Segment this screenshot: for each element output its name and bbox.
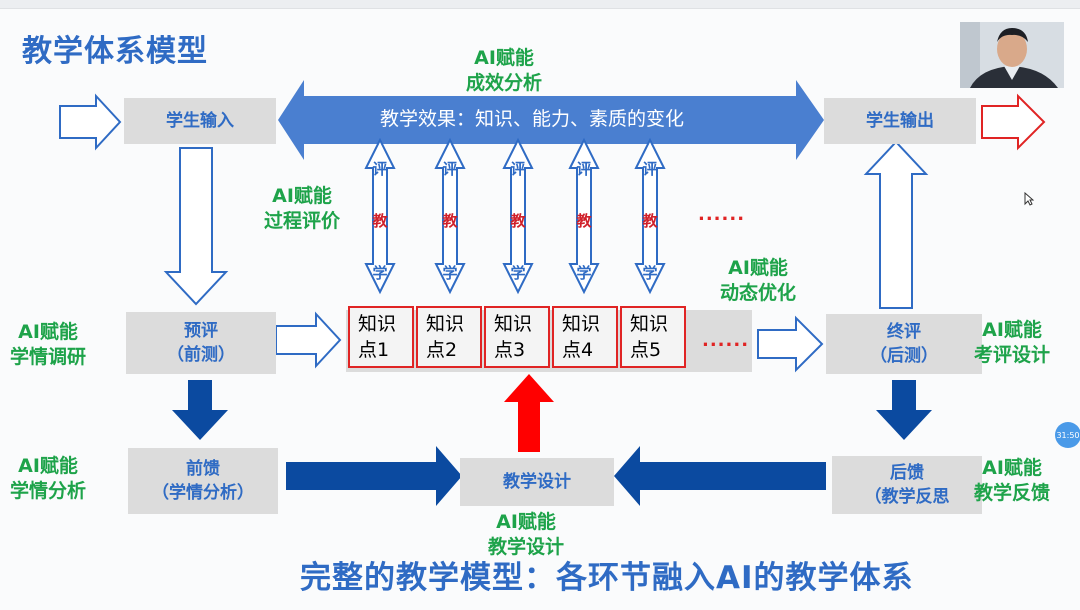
ai-process-line1: AI赋能 xyxy=(272,185,332,207)
vertical-arrow-3 xyxy=(502,137,534,295)
final-to-feedback-arrow xyxy=(876,380,932,440)
ai-feedback-line1: AI赋能 xyxy=(982,457,1042,479)
teach-char-3: 教 xyxy=(510,212,526,230)
learn-char-2: 学 xyxy=(442,264,458,282)
ai-survey-line2: 学情调研 xyxy=(10,346,87,368)
teach-char-2: 教 xyxy=(442,212,458,230)
teaching-design-label: 教学设计 xyxy=(503,472,571,492)
ai-outcome-line1: AI赋能 xyxy=(474,47,534,69)
ai-assessment-line2: 考评设计 xyxy=(974,344,1051,366)
footer-title: 完整的教学模型：各环节融入AI的教学体系 xyxy=(300,560,914,596)
ai-assessment-label: AI赋能 考评设计 xyxy=(974,318,1050,368)
knowledge-point-1-line2: 点1 xyxy=(358,339,390,361)
feedback-label: 后馈 xyxy=(890,463,924,483)
ai-dynamic-line1: AI赋能 xyxy=(728,257,788,279)
feedforward-sublabel: （学情分析） xyxy=(152,483,254,503)
slide-title: 教学体系模型 xyxy=(22,34,208,69)
knowledge-point-5: 知识 点5 xyxy=(620,306,686,368)
pre-to-knowledge-arrow xyxy=(275,311,342,369)
design-to-knowledge-arrow xyxy=(504,374,554,452)
output-hollow-arrow xyxy=(981,93,1046,151)
more-arrows-ellipsis: ...... xyxy=(698,204,746,225)
ai-analysis-line2: 学情分析 xyxy=(10,480,87,502)
teach-char-1: 教 xyxy=(372,212,388,230)
presenter-avatar-icon xyxy=(960,22,1064,88)
knowledge-point-4: 知识 点4 xyxy=(552,306,618,368)
knowledge-point-1: 知识 点1 xyxy=(348,306,414,368)
knowledge-point-2-line1: 知识 xyxy=(426,313,465,335)
mouse-cursor-icon xyxy=(1024,192,1034,206)
teach-char-4: 教 xyxy=(576,212,592,230)
eval-char-1: 评 xyxy=(372,160,388,178)
ai-outcome-line2: 成效分析 xyxy=(466,72,543,94)
knowledge-point-5-line1: 知识 xyxy=(630,313,669,335)
eval-char-5: 评 xyxy=(642,160,658,178)
learn-char-3: 学 xyxy=(510,264,526,282)
window-top-bar xyxy=(0,0,1080,9)
teach-char-5: 教 xyxy=(642,212,658,230)
ai-outcome-label: AI赋能 成效分析 xyxy=(466,46,542,96)
pre-eval-label: 预评 xyxy=(184,321,218,341)
presenter-video[interactable] xyxy=(960,22,1064,88)
knowledge-point-1-line1: 知识 xyxy=(358,313,397,335)
teaching-design-box: 教学设计 xyxy=(460,458,614,506)
knowledge-point-2-line2: 点2 xyxy=(426,339,458,361)
knowledge-point-2: 知识 点2 xyxy=(416,306,482,368)
ai-dynamic-label: AI赋能 动态优化 xyxy=(720,256,796,306)
vertical-arrow-1 xyxy=(364,137,396,295)
feedback-sublabel: （教学反思 xyxy=(864,487,950,507)
ai-process-label: AI赋能 过程评价 xyxy=(264,184,340,234)
output-up-arrow xyxy=(863,140,929,309)
ai-survey-line1: AI赋能 xyxy=(18,321,78,343)
learn-char-5: 学 xyxy=(642,264,658,282)
input-down-arrow xyxy=(163,147,229,306)
student-input-label: 学生输入 xyxy=(166,111,234,131)
final-eval-label: 终评 xyxy=(887,322,921,342)
more-knowledge-ellipsis: ...... xyxy=(702,330,750,351)
student-output-box: 学生输出 xyxy=(824,98,976,144)
knowledge-point-5-line2: 点5 xyxy=(630,339,662,361)
knowledge-point-3: 知识 点3 xyxy=(484,306,550,368)
input-hollow-arrow xyxy=(59,93,122,151)
ai-analysis-line1: AI赋能 xyxy=(18,455,78,477)
knowledge-point-3-line2: 点3 xyxy=(494,339,526,361)
pre-eval-sublabel: （前测） xyxy=(167,345,235,365)
eval-char-4: 评 xyxy=(576,160,592,178)
feedforward-box: 前馈 （学情分析） xyxy=(128,448,278,514)
feedback-to-design-arrow xyxy=(614,446,826,506)
pre-eval-box: 预评 （前测） xyxy=(126,312,276,374)
student-output-label: 学生输出 xyxy=(866,111,934,131)
ai-design-label: AI赋能 教学设计 xyxy=(488,510,564,560)
ai-analysis-label: AI赋能 学情分析 xyxy=(10,454,86,504)
knowledge-point-3-line1: 知识 xyxy=(494,313,533,335)
vertical-arrow-4 xyxy=(568,137,600,295)
knowledge-point-4-line2: 点4 xyxy=(562,339,594,361)
ai-feedback-label: AI赋能 教学反馈 xyxy=(974,456,1050,506)
knowledge-point-4-line1: 知识 xyxy=(562,313,601,335)
final-eval-sublabel: （后测） xyxy=(870,346,938,366)
feedforward-to-design-arrow xyxy=(286,446,462,506)
learn-char-1: 学 xyxy=(372,264,388,282)
eval-char-2: 评 xyxy=(442,160,458,178)
ai-design-line1: AI赋能 xyxy=(496,511,556,533)
ai-survey-label: AI赋能 学情调研 xyxy=(10,320,86,370)
eval-char-3: 评 xyxy=(510,160,526,178)
vertical-arrow-2 xyxy=(434,137,466,295)
student-input-box: 学生输入 xyxy=(124,98,276,144)
ai-design-line2: 教学设计 xyxy=(488,536,565,558)
timer-badge[interactable]: 31:50 xyxy=(1055,422,1080,448)
ai-assessment-line1: AI赋能 xyxy=(982,319,1042,341)
ai-feedback-line2: 教学反馈 xyxy=(974,482,1051,504)
outcome-band-label: 教学效果：知识、能力、素质的变化 xyxy=(380,108,685,130)
learn-char-4: 学 xyxy=(576,264,592,282)
outcome-band-arrow xyxy=(278,80,824,160)
vertical-arrow-5 xyxy=(634,137,666,295)
knowledge-to-final-arrow xyxy=(757,315,824,373)
final-eval-box: 终评 （后测） xyxy=(826,314,982,374)
ai-process-line2: 过程评价 xyxy=(264,210,341,232)
pre-to-feedforward-arrow xyxy=(172,380,228,440)
feedback-box: 后馈 （教学反思 xyxy=(832,456,982,514)
ai-dynamic-line2: 动态优化 xyxy=(720,282,797,304)
feedforward-label: 前馈 xyxy=(186,459,220,479)
